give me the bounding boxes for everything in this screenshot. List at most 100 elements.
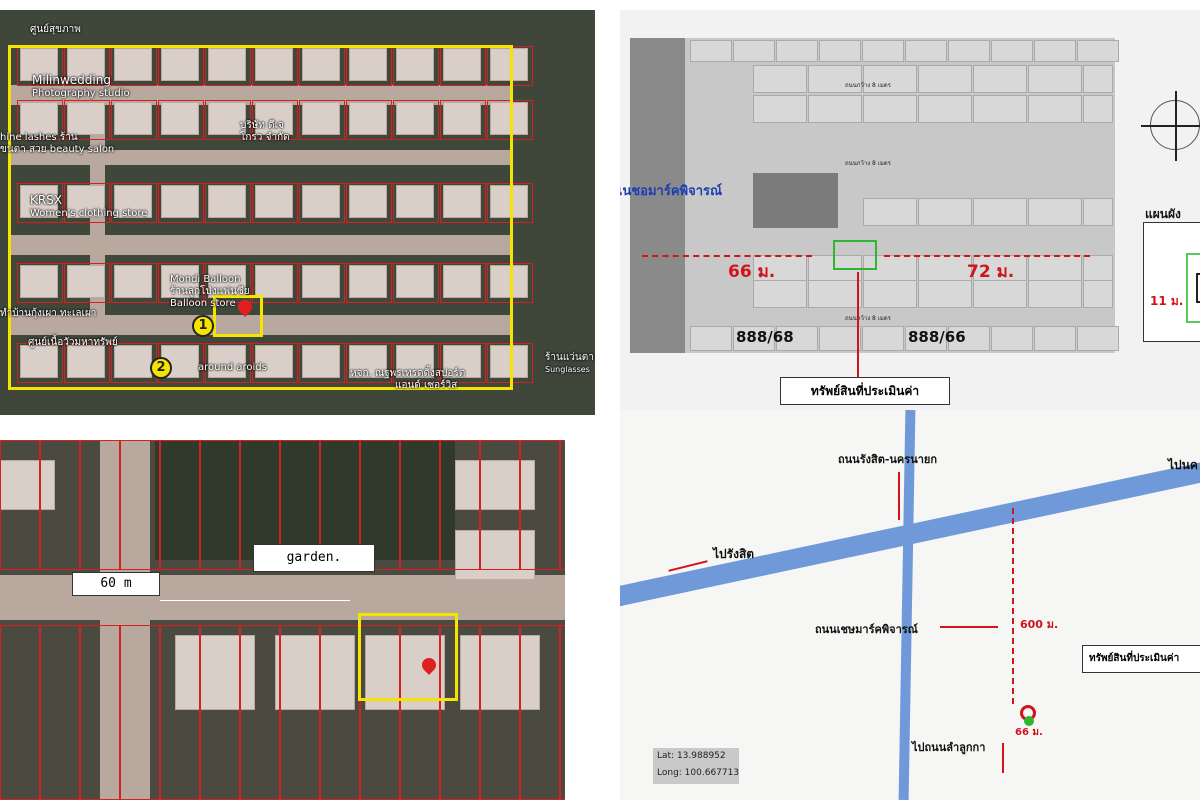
parcel-boundary [252, 100, 298, 140]
parcel-boundary [158, 100, 204, 140]
parcel-boundary [393, 100, 439, 140]
parcel-boundary [440, 183, 486, 223]
parcel-boundary [320, 625, 360, 800]
distance-66-label: 66 ม. [1015, 727, 1043, 738]
house [302, 185, 340, 218]
lot [753, 95, 807, 123]
lot [862, 326, 904, 351]
parcel-boundary [40, 440, 80, 570]
lot-number-888-66: 888/66 [908, 328, 966, 346]
poi-label[interactable]: หจก. ณฐพรเทรดดิ้งสปอร์ต [350, 368, 466, 379]
house [443, 185, 481, 218]
parcel-boundary [346, 183, 392, 223]
poi-label[interactable]: ศูนย์สุขภาพ [30, 24, 81, 35]
location-road-map[interactable]: ถนนรังสิต-นครนายก ไปรังสิต ไปนค ถนนเชษมา… [620, 410, 1200, 800]
lot [918, 95, 972, 123]
parcel-boundary [440, 263, 486, 303]
parcel-boundary [205, 183, 251, 223]
parcel-boundary [252, 263, 298, 303]
house [255, 102, 293, 135]
house [161, 102, 199, 135]
direction-right: ไปนค [1168, 458, 1198, 472]
parcel-boundary [205, 100, 251, 140]
parcel-boundary [111, 100, 157, 140]
parcel-boundary [280, 625, 320, 800]
house [455, 530, 535, 580]
lot [776, 40, 818, 62]
poi-label[interactable]: hine lashes ร้าน [0, 132, 78, 143]
poi-sublabel: แอนด์ เซอร์วิส [395, 380, 458, 391]
satellite-detail-map[interactable]: garden. 60 m [0, 440, 565, 800]
distance-arrow-right [884, 255, 1090, 257]
poi-label[interactable]: ร้านแว่นตา [545, 352, 594, 363]
parcel-boundary [520, 440, 560, 570]
house [67, 345, 105, 378]
parcel-boundary [560, 625, 565, 800]
house [349, 345, 387, 378]
house [255, 48, 293, 81]
distance-left-label: 66 ม. [728, 262, 776, 282]
parcel-boundary [17, 100, 63, 140]
distance-label: 60 m [72, 572, 160, 596]
parcel-boundary [80, 625, 120, 800]
marker-1[interactable]: 1 [192, 315, 214, 337]
house [114, 265, 152, 298]
lot [973, 198, 1027, 226]
lot [973, 95, 1027, 123]
poi-label[interactable]: ทำบ้านกุ้งเผา ทะเลเผา [0, 308, 97, 319]
parcel-boundary [299, 343, 345, 383]
parcel-boundary [0, 625, 40, 800]
parcel-boundary [0, 440, 40, 570]
poi-label[interactable]: KRSX [30, 193, 63, 207]
house [396, 265, 434, 298]
lot [905, 40, 947, 62]
distance-right-label: 72 ม. [967, 262, 1015, 282]
lot [753, 280, 807, 308]
house [20, 265, 58, 298]
lot [918, 280, 972, 308]
inset-width-label: 11 ม. [1150, 294, 1184, 308]
poi-label[interactable]: ศูนย์เนื้อวัวมหาทรัพย์ [28, 337, 118, 348]
parcel-boundary [299, 100, 345, 140]
house [490, 345, 528, 378]
parcel-boundary [252, 343, 298, 383]
lot [1028, 280, 1082, 308]
street [10, 150, 510, 165]
lot [863, 65, 917, 93]
lot [690, 326, 732, 351]
lot [1083, 255, 1113, 283]
poi-label[interactable]: Mondi Balloon [170, 274, 241, 285]
parcel-boundary [393, 183, 439, 223]
lot [733, 326, 775, 351]
lot-number-888-68: 888/68 [736, 328, 794, 346]
parcel-boundary [64, 183, 110, 223]
satellite-overview-map[interactable]: ศูนย์สุขภาพ Milinwedding Photography stu… [0, 10, 595, 415]
property-lot-highlight [833, 240, 877, 270]
road-name-label: เนชอมาร์คพิจารณ์ [620, 184, 723, 199]
house [443, 265, 481, 298]
lot [1028, 198, 1082, 226]
side-road-label: ถนนเชษมาร์คพิจารณ์ [815, 623, 918, 636]
inset-plan [1143, 222, 1200, 342]
poi-label[interactable]: บริษัท ดีเจ [240, 120, 284, 131]
lot [1083, 95, 1113, 123]
parcel-boundary [120, 625, 160, 800]
house [114, 185, 152, 218]
parcel-boundary [200, 625, 240, 800]
poi-label[interactable]: Milinwedding [32, 73, 111, 87]
parcel-boundary [346, 100, 392, 140]
lot [948, 40, 990, 62]
longitude: Long: 100.667713 [657, 768, 740, 778]
street-label: ถนนกว้าง 8 เมตร [845, 82, 891, 89]
parcel-boundary [393, 263, 439, 303]
house [114, 48, 152, 81]
marker-2[interactable]: 2 [150, 357, 172, 379]
lot [948, 326, 990, 351]
parcel-boundary [400, 440, 440, 570]
house [67, 48, 105, 81]
house [255, 265, 293, 298]
house [20, 185, 58, 218]
house [396, 102, 434, 135]
poi-label[interactable]: around aroids [198, 362, 267, 373]
main-road-label: ถนนรังสิต-นครนายก [838, 453, 937, 466]
